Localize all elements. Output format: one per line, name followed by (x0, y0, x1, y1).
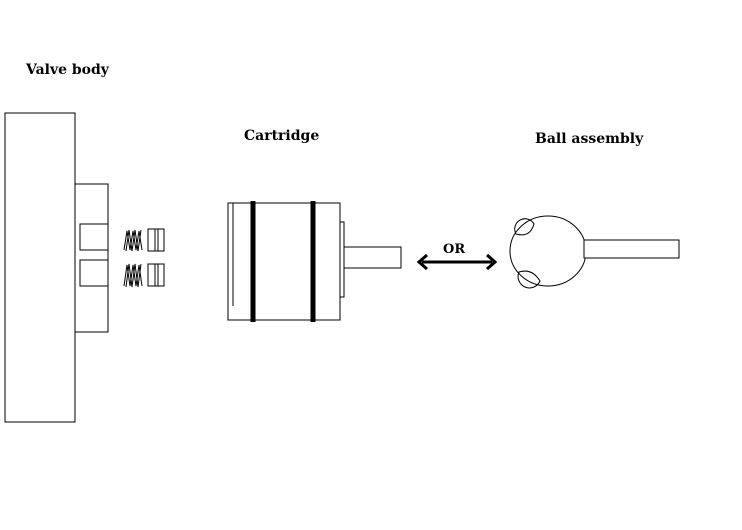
cartridge-stem (343, 246, 402, 269)
valve-body-label: Valve body (26, 62, 109, 78)
spring-upper (123, 229, 143, 252)
valve-body-port-lower (79, 259, 109, 287)
seat-upper (147, 228, 165, 252)
cartridge (227, 201, 402, 322)
valve-body-flange (74, 183, 109, 333)
cartridge-body (227, 202, 341, 321)
ball-hole-top (514, 218, 535, 236)
valve-body-main (4, 112, 76, 423)
spring-lower (123, 263, 143, 288)
cartridge-collar (339, 221, 345, 298)
ball-stem (583, 239, 680, 259)
valve-body (4, 112, 109, 423)
ball-assembly (509, 215, 680, 289)
or-label: OR (443, 242, 466, 257)
seat-lower (147, 263, 165, 287)
ball-hole-bottom (517, 270, 541, 289)
cartridge-label: Cartridge (244, 128, 320, 144)
double-arrow (416, 253, 498, 271)
ball-assembly-label: Ball assembly (535, 131, 644, 147)
valve-body-port-upper (79, 223, 109, 251)
ball (509, 215, 587, 287)
